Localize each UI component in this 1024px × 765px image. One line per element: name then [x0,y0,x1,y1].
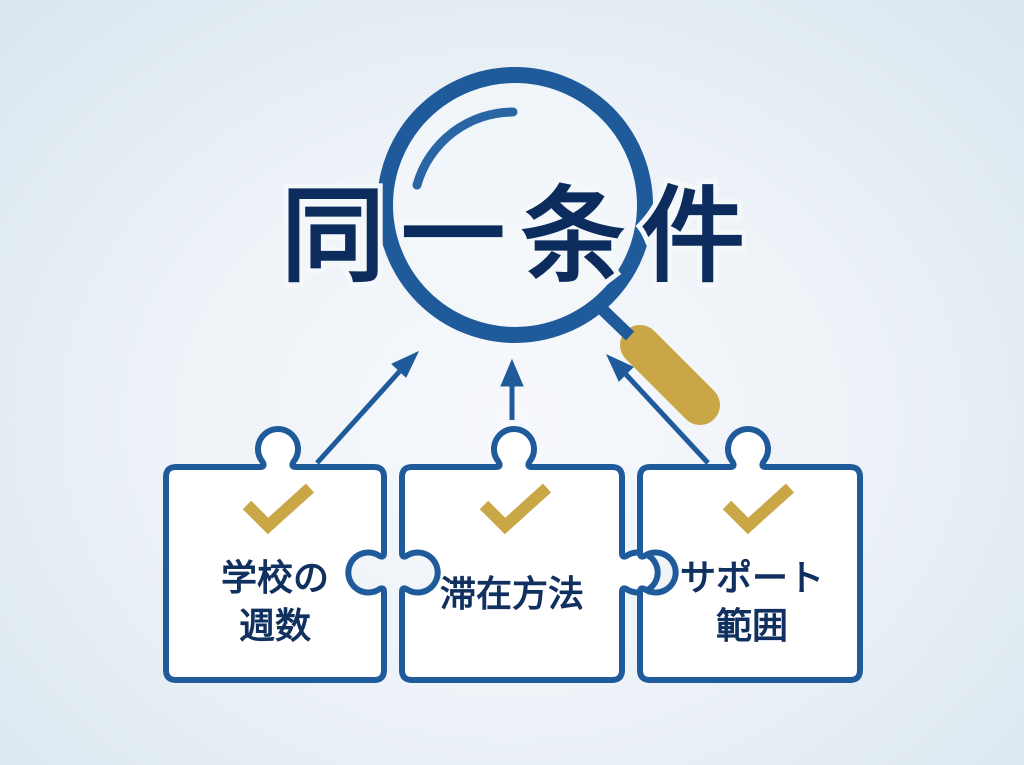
piece-label-line-1: 学校の [221,557,329,599]
puzzle-piece-weeks: 学校の 週数 [163,426,387,683]
piece-label-line-1: サポート [680,557,824,599]
puzzle-piece-support: サポート 範囲 [637,426,863,683]
arrows [315,350,710,465]
piece-label-line-2: 週数 [239,606,311,647]
magnifying-glass-icon [377,67,720,425]
piece-label-line-2: 範囲 [716,606,788,647]
puzzle-piece-stay: 滞在方法 [399,426,661,683]
checkmark-icon [722,483,795,535]
lens-glare [412,107,518,190]
arrow-up-icon [605,353,710,465]
title-char-4: 件 [641,175,745,297]
title-char-1: 同 [281,175,385,297]
title-char-2: 一 [401,175,505,297]
checkmark-icon [242,483,315,535]
arrow-up-icon [315,350,420,465]
magnifier-handle [620,325,720,425]
piece-label: 滞在方法 [440,574,584,615]
checkmark-icon [479,483,552,535]
arrow-up-icon [500,358,524,420]
title-char-3: 条 [521,175,625,297]
page-title: 同 一 条 件 [276,170,750,302]
magnifier-neck [598,305,635,341]
